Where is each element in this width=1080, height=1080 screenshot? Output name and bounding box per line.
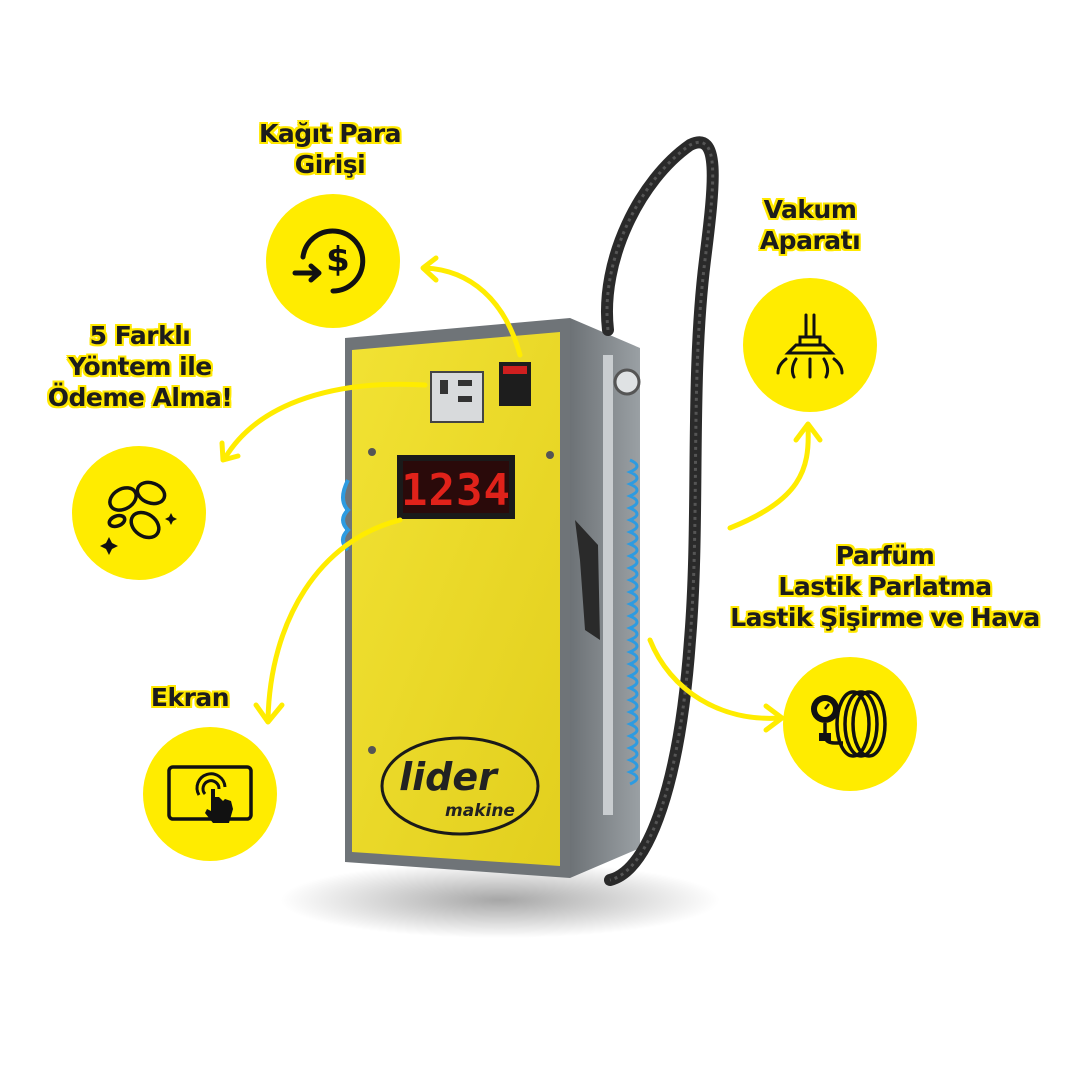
feature-label-screen: Ekran [130,682,250,713]
feature-label-cash: Kağıt Para Girişi [225,118,435,180]
coins-circle [72,446,206,580]
touch-screen-icon [167,765,253,823]
cash-label-line2: Girişi [294,150,366,179]
left-blue-coil [341,479,351,552]
brand-logo-text: lider [399,755,499,799]
arrow-to-screen [265,517,403,723]
arrow-to-cash [422,265,523,358]
arrow-to-vacuum [727,425,811,531]
blue-air-coil [626,458,639,786]
screen-label-line1: Ekran [150,683,230,712]
vacuum-circle [743,278,877,412]
feature-label-vacuum: Vakum Aparatı [720,194,900,256]
arrow-to-extras [647,637,783,721]
tire-pressure-icon [811,690,887,758]
extras-label-line3: Lastik Şişirme ve Hava [730,603,1040,632]
touch-screen-circle [143,727,277,861]
coin-acceptor [430,371,484,423]
logo-oval [380,736,540,836]
vacuum-hose [601,136,719,886]
side-tube [603,355,613,815]
vacuum-label-line1: Vakum [763,195,857,224]
nozzle-holster [575,520,600,640]
payment-label-line2: Yöntem ile [68,352,212,381]
feature-label-extras: Parfüm Lastik Parlatma Lastik Şişirme ve… [700,540,1070,633]
led-display-value: 1234 [401,465,511,516]
vacuum-label-line2: Aparatı [759,226,861,255]
cash-insert-circle: $ [266,194,400,328]
pressure-gauge [613,368,641,396]
vacuum-nozzle-icon [776,313,844,379]
payment-label-line3: Ödeme Alma! [47,383,233,412]
cash-label-line1: Kağıt Para [258,119,402,148]
cash-insert-icon: $ [292,228,366,294]
coins-icon [100,480,177,555]
tire-pressure-circle [783,657,917,791]
extras-label-line1: Parfüm [835,541,935,570]
arrow-to-payment [222,381,428,461]
floor-shadow [280,862,720,938]
payment-label-line1: 5 Farklı [89,321,191,350]
feature-label-payment: 5 Farklı Yöntem ile Ödeme Alma! [20,320,260,413]
svg-text:$: $ [326,240,350,280]
extras-label-line2: Lastik Parlatma [778,572,992,601]
brand-sub-text: makine [445,801,515,821]
